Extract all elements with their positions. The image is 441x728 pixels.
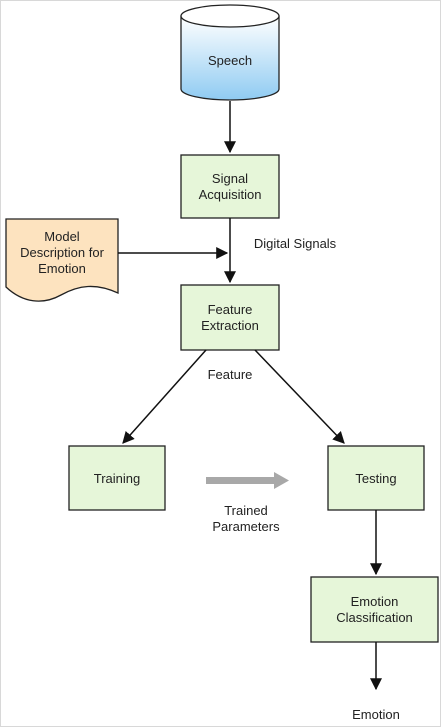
text-line: Parameters	[212, 519, 280, 534]
text-line: Feature	[208, 367, 253, 382]
text-line: Signal	[212, 171, 248, 186]
feature-extraction-box	[180, 284, 280, 351]
text-line: Testing	[355, 471, 396, 486]
text-line: Description for	[20, 245, 104, 260]
text-line: Speech	[208, 53, 252, 68]
feature-label: Feature	[208, 367, 253, 382]
speech-label: Speech	[208, 53, 252, 68]
text-line: Training	[94, 471, 140, 486]
digital-signals-label: Digital Signals	[254, 236, 337, 251]
training-box	[68, 445, 166, 511]
text-line: Model	[44, 229, 80, 244]
training-label: Training	[94, 471, 140, 486]
speech-cylinder-body	[180, 16, 280, 101]
speech-cylinder-top	[180, 4, 280, 28]
signal-acquisition-box	[180, 154, 280, 219]
emotion-output-label: Emotion	[352, 707, 400, 722]
text-line: Trained	[224, 503, 268, 518]
text-line: Digital Signals	[254, 236, 337, 251]
text-line: Acquisition	[199, 187, 262, 202]
testing-box	[327, 445, 425, 511]
text-line: Emotion	[351, 594, 399, 609]
training-node: Training	[68, 445, 166, 511]
trained-parameters-arrow	[206, 472, 289, 489]
text-line: Extraction	[201, 318, 259, 333]
emotion-classification-box	[310, 576, 439, 643]
arrow-feature-extraction-to-testing	[254, 349, 345, 444]
arrow-feature-extraction-to-training	[122, 349, 207, 444]
testing-node: Testing	[327, 445, 425, 511]
speech-node: Speech	[180, 4, 280, 101]
text-line: Emotion	[38, 261, 86, 276]
model-description-document	[5, 218, 119, 302]
text-line: Emotion	[352, 707, 400, 722]
text-line: Feature	[208, 302, 253, 317]
testing-label: Testing	[355, 471, 396, 486]
text-line: Classification	[336, 610, 413, 625]
